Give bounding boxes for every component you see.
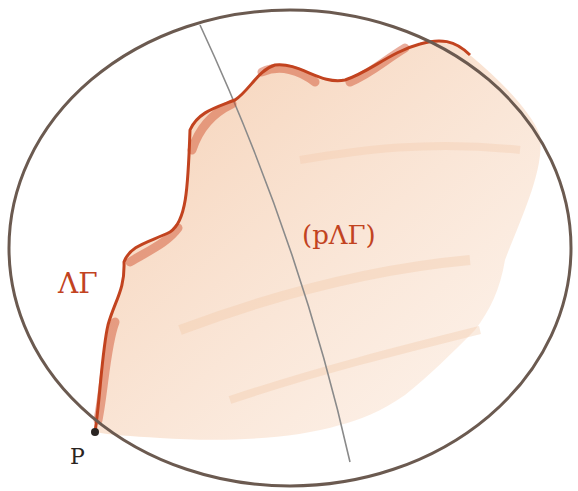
limit-set-curve — [95, 41, 470, 432]
shade-streak — [300, 146, 520, 160]
point-marker — [91, 428, 99, 436]
shade-streak — [180, 260, 470, 330]
limit-set-shadow — [98, 48, 405, 420]
shade-streak — [230, 330, 480, 400]
point-label: P — [70, 446, 85, 468]
boundary-circle — [9, 10, 571, 486]
region-label: (pΛΓ) — [302, 222, 376, 248]
limit-set-label: ΛΓ — [58, 270, 98, 298]
hull-region — [95, 41, 541, 440]
